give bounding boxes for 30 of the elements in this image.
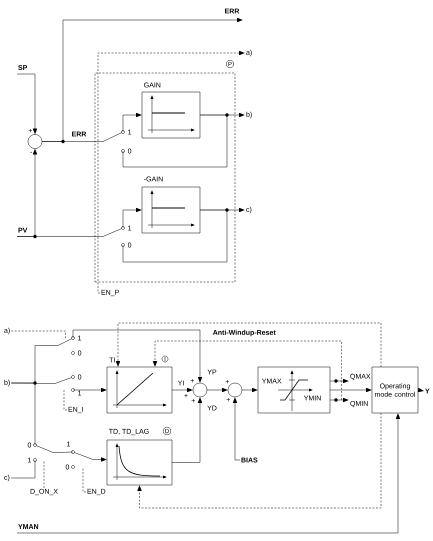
arrow xyxy=(330,378,349,384)
arrow xyxy=(172,397,202,463)
arrow xyxy=(72,330,202,383)
line xyxy=(122,210,228,262)
dashed-arrow xyxy=(116,322,382,368)
dashed-arrow xyxy=(98,50,245,294)
line xyxy=(10,382,36,446)
dashed-line xyxy=(82,466,86,492)
dashed-arrow xyxy=(152,340,342,400)
arrow xyxy=(330,388,372,392)
arrow xyxy=(330,398,349,402)
dashed-arrow xyxy=(137,412,382,508)
arrow xyxy=(206,388,228,392)
line xyxy=(16,236,104,237)
arrow xyxy=(122,112,142,132)
line xyxy=(10,460,36,478)
arrow xyxy=(418,388,424,392)
line xyxy=(122,114,228,168)
arrow xyxy=(16,413,400,534)
arrow xyxy=(172,388,193,392)
arrow xyxy=(232,397,240,460)
arrow xyxy=(92,457,107,462)
arrow xyxy=(72,388,107,392)
arrow xyxy=(242,388,258,392)
line xyxy=(52,452,74,453)
arrow xyxy=(122,208,142,228)
dashed-line xyxy=(10,330,66,338)
arrow xyxy=(16,74,38,134)
dashed-line xyxy=(64,390,68,410)
arrow xyxy=(42,18,243,142)
